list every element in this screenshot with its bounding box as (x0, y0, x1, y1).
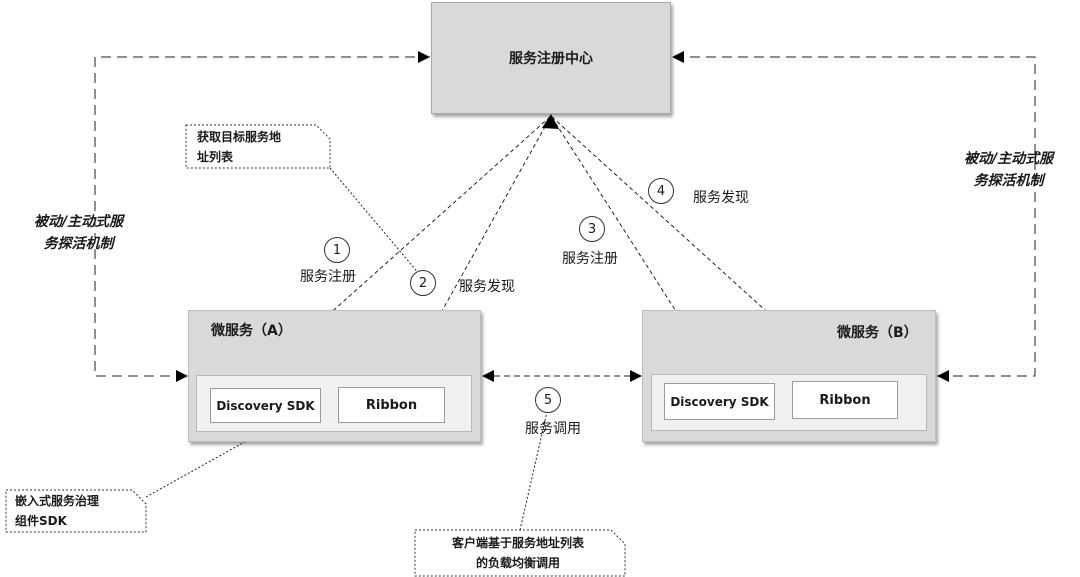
note-target-list-line2: 址列表 (197, 150, 234, 164)
step-1-label: 服务注册 (300, 269, 356, 285)
service-b-ribbon: Ribbon (792, 381, 898, 419)
note-client-lb-pointer (519, 411, 548, 531)
service-b-sdk: Discovery SDK (664, 383, 775, 420)
probe-right-line2: 务探活机制 (973, 173, 1044, 189)
probe-right-line1: 被动/主动式服 (964, 151, 1054, 167)
probe-left-label: 被动/主动式服 务探活机制 (34, 211, 123, 255)
probe-left-loop (94, 56, 430, 377)
service-b-title: 微服务（B） (837, 325, 918, 341)
service-b-box: 微服务（B） Discovery SDK Ribbon (642, 310, 936, 442)
step-4-label: 服务发现 (693, 190, 749, 206)
step-2-label: 服务发现 (459, 279, 515, 295)
note-client-lb: 客户端基于服务地址列表 的负载均衡调用 (438, 533, 598, 573)
service-a-sdk: Discovery SDK (210, 388, 321, 423)
probe-right-loop (672, 56, 1036, 377)
note-embedded-sdk-line2: 组件SDK (15, 514, 67, 528)
probe-left-line2: 务探活机制 (43, 236, 114, 252)
service-b-inner: Discovery SDK Ribbon (651, 374, 927, 431)
step-5-label: 服务调用 (525, 421, 581, 437)
step-4-marker: 4 (648, 178, 674, 204)
note-embedded-sdk-line1: 嵌入式服务治理 (15, 494, 100, 508)
note-embedded-sdk: 嵌入式服务治理 组件SDK (15, 491, 99, 531)
probe-left-line1: 被动/主动式服 (34, 214, 124, 230)
registry-arrowhead (542, 114, 559, 129)
service-registry-box: 服务注册中心 (431, 2, 671, 114)
note-client-lb-line2: 的负载均衡调用 (475, 556, 560, 570)
service-a-inner: Discovery SDK Ribbon (196, 375, 472, 432)
note-target-list-line1: 获取目标服务地 (197, 130, 282, 144)
step-5-marker: 5 (535, 387, 561, 413)
note-client-lb-shape (414, 529, 626, 577)
step-1-marker: 1 (324, 237, 350, 263)
step-2-marker: 2 (410, 270, 436, 296)
service-a-box: 微服务（A） Discovery SDK Ribbon (188, 310, 481, 442)
note-target-list-shape (185, 124, 331, 169)
registry-title: 服务注册中心 (509, 51, 593, 67)
note-target-list-pointer (329, 167, 421, 276)
step-3-label: 服务注册 (562, 251, 618, 267)
note-embedded-sdk-pointer (145, 429, 267, 498)
service-a-title: 微服务（A） (211, 323, 292, 339)
note-client-lb-line1: 客户端基于服务地址列表 (451, 536, 584, 550)
note-target-list: 获取目标服务地 址列表 (197, 127, 281, 167)
service-a-ribbon: Ribbon (338, 387, 445, 423)
note-embedded-sdk-shape (5, 489, 147, 533)
probe-right-label: 被动/主动式服 务探活机制 (964, 148, 1053, 192)
step-3-marker: 3 (579, 216, 605, 242)
